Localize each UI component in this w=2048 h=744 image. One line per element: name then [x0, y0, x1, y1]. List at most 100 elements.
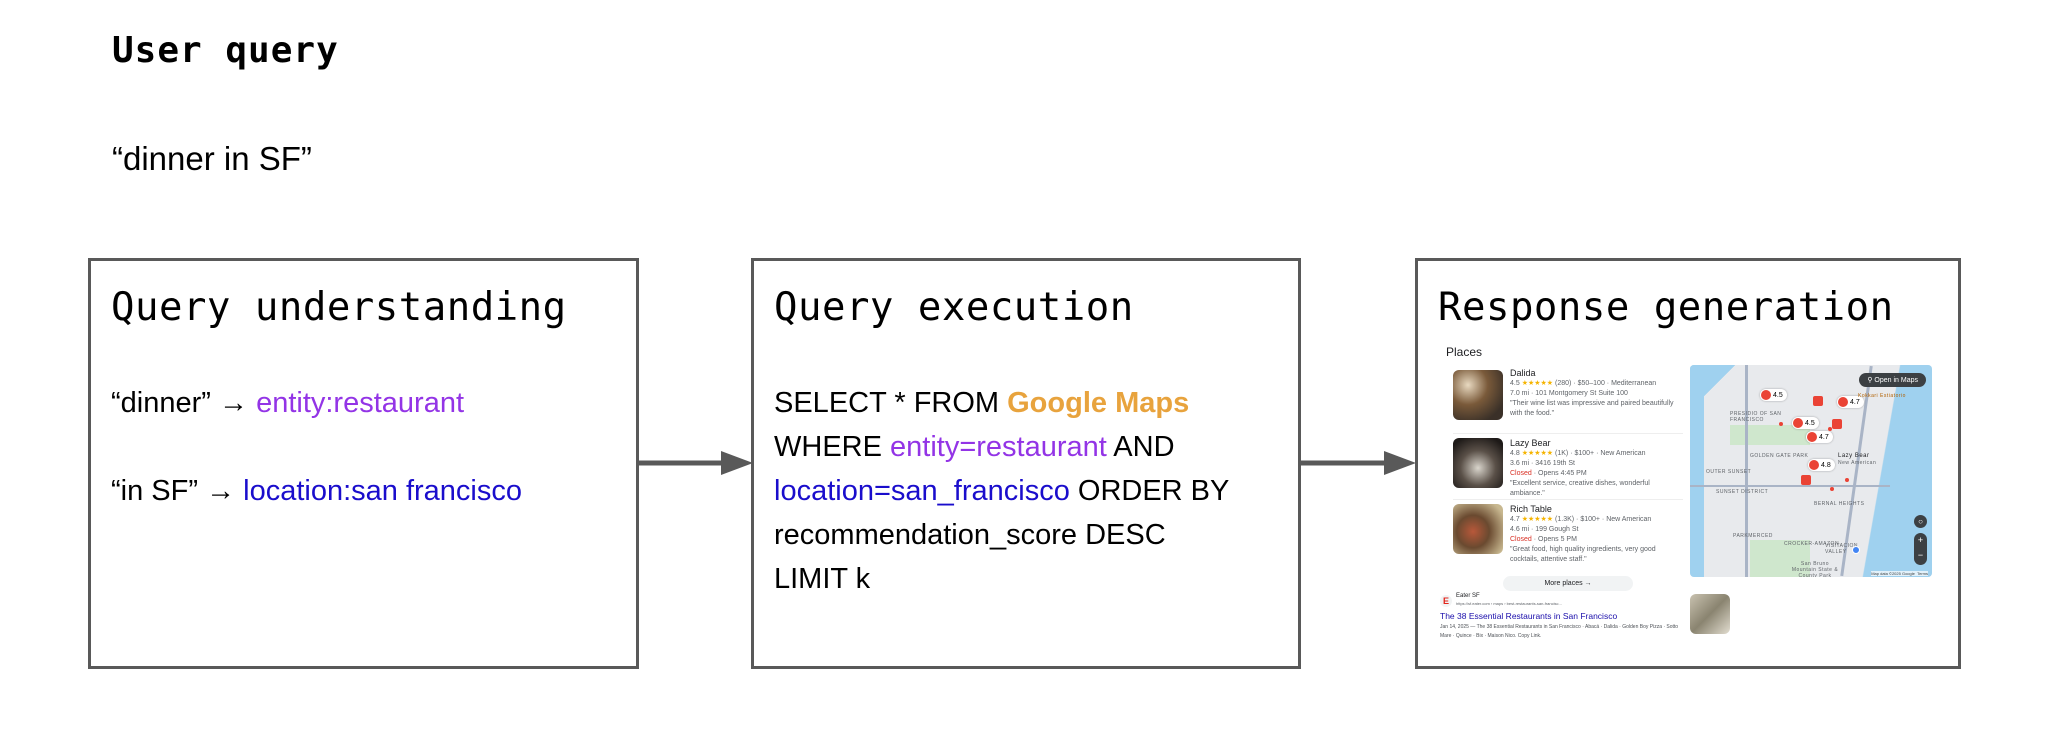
user-query-heading: User query [112, 30, 339, 71]
sql-entity: entity=restaurant [890, 431, 1107, 463]
place-status: Closed [1510, 470, 1532, 477]
star-icon: ★★★★★ [1521, 516, 1554, 523]
place-name: Rich Table [1510, 504, 1552, 514]
zoom-controls[interactable]: +− [1914, 533, 1927, 565]
more-places-label: More places [1544, 580, 1583, 587]
map-marker[interactable]: 4.7 [1806, 431, 1833, 443]
place-hours: · Opens 5 PM [1531, 536, 1577, 543]
arrow-icon [1299, 451, 1416, 475]
site-name: Eater SF [1456, 593, 1480, 599]
place-address: 3.6 mi · 3416 19th St [1510, 460, 1575, 467]
recenter-icon[interactable]: ○ [1914, 515, 1927, 528]
map-label: San Bruno Mountain State & County Park [1791, 561, 1839, 577]
marker-rating: 4.7 [1819, 433, 1829, 441]
query-understanding-box: Query understanding “dinner” → entity:re… [88, 258, 639, 669]
terms-link[interactable]: Terms [1917, 571, 1928, 576]
places-header: Places [1446, 345, 1483, 359]
place-review: "Excellent service, creative dishes, won… [1510, 480, 1650, 497]
place-review: "Great food, high quality ingredients, v… [1510, 546, 1656, 563]
marker-rating: 4.7 [1850, 398, 1860, 406]
source-term: “dinner” [111, 387, 211, 419]
map-label: PRESIDIO OF SAN FRANCISCO [1730, 411, 1782, 423]
location-target: location:san francisco [243, 475, 522, 507]
arrow-icon: → [206, 475, 236, 507]
sql-and: AND [1106, 431, 1175, 463]
map-attribution: Map data ©2025 Google [1871, 571, 1915, 576]
place-name: Dalida [1510, 368, 1536, 378]
query-execution-box: Query execution SELECT * FROM Google Map… [751, 258, 1301, 669]
map-view[interactable]: ⚲ Open in Maps 4.5 4.5 4.7 4.7 4.8 Kokka… [1690, 365, 1932, 577]
map-marker[interactable] [1813, 396, 1823, 406]
place-review: "Their wine list was impressive and pair… [1510, 400, 1674, 417]
sql-select: SELECT * FROM [774, 387, 1008, 419]
map-marker[interactable]: 4.5 [1760, 389, 1787, 401]
map-label: Lazy Bear [1838, 453, 1870, 459]
map-marker[interactable]: 4.8 [1808, 459, 1835, 471]
place-meta: (280) · $50–100 · Mediterranean [1555, 380, 1657, 387]
map-label: BERNAL HEIGHTS [1814, 501, 1865, 507]
map-label: SUNSET DISTRICT [1716, 489, 1769, 495]
place-address: 4.6 mi · 199 Gough St [1510, 526, 1579, 533]
source-term: “in SF” [111, 475, 198, 507]
place-address: 7.0 mi · 101 Montgomery St Suite 100 [1510, 390, 1628, 397]
stage-title: Query execution [774, 285, 1134, 330]
place-name: Lazy Bear [1510, 438, 1551, 448]
more-places-button[interactable]: More places → [1503, 576, 1633, 591]
place-item[interactable]: Dalida 4.5 ★★★★★ (280) · $50–100 · Medit… [1453, 367, 1683, 431]
map-label: New American [1838, 460, 1877, 466]
place-status: Closed [1510, 536, 1532, 543]
open-in-maps-label: Open in Maps [1874, 377, 1918, 384]
map-label: PARKMERCED [1733, 533, 1773, 539]
response-generation-box: Response generation Places Dalida 4.5 ★★… [1415, 258, 1961, 669]
place-rating: 4.7 [1510, 516, 1520, 523]
stage-title: Response generation [1438, 285, 1894, 330]
map-marker[interactable]: 4.7 [1837, 396, 1864, 408]
place-item[interactable]: Rich Table 4.7 ★★★★★ (1.3K) · $100+ · Ne… [1453, 499, 1683, 564]
result-thumbnail [1690, 594, 1730, 634]
place-photo [1453, 438, 1503, 488]
sql-order: ORDER BY [1069, 475, 1230, 507]
mapping-line-location: “in SF” → location:san francisco [111, 469, 522, 513]
entity-target: entity:restaurant [256, 387, 465, 419]
map-label: CROCKER-AMAZON [1784, 541, 1840, 547]
sql-where: WHERE [774, 431, 890, 463]
sql-limit: LIMIT k [774, 563, 871, 595]
result-snippet: Jan 14, 2025 — The 38 Essential Restaura… [1440, 624, 1679, 639]
place-photo [1453, 504, 1503, 554]
map-label: VISITACION VALLEY [1825, 543, 1858, 555]
place-meta: (1.3K) · $100+ · New American [1555, 516, 1652, 523]
arrow-icon [637, 451, 753, 475]
map-marker[interactable] [1832, 419, 1842, 429]
marker-rating: 4.5 [1805, 419, 1815, 427]
arrow-icon: → [219, 387, 248, 419]
map-marker[interactable]: 4.5 [1792, 417, 1819, 429]
marker-rating: 4.8 [1821, 461, 1831, 469]
zoom-in-icon[interactable]: + [1917, 535, 1924, 545]
place-rating: 4.5 [1510, 380, 1520, 387]
map-label: OUTER SUNSET [1706, 469, 1752, 475]
map-label: Kokkari Estiatorio [1858, 393, 1906, 399]
stage-title: Query understanding [111, 285, 567, 330]
place-hours: · Opens 4:45 PM [1531, 470, 1587, 477]
result-url[interactable]: https://sf.eater.com › maps › best-resta… [1456, 601, 1562, 606]
site-favicon: E [1440, 595, 1452, 607]
zoom-out-icon[interactable]: − [1917, 550, 1924, 560]
sql-location: location=san_francisco [774, 475, 1070, 507]
sql-score: recommendation_score DESC [774, 519, 1166, 551]
place-photo [1453, 370, 1503, 420]
open-in-maps-button[interactable]: ⚲ Open in Maps [1859, 373, 1926, 387]
mapping-line-dinner: “dinner” → entity:restaurant [111, 381, 464, 425]
marker-rating: 4.5 [1773, 391, 1783, 399]
place-rating: 4.8 [1510, 450, 1520, 457]
map-marker[interactable] [1801, 475, 1811, 485]
place-item[interactable]: Lazy Bear 4.8 ★★★★★ (1K) · $100+ · New A… [1453, 433, 1683, 498]
user-query-text: “dinner in SF” [112, 140, 312, 177]
star-icon: ★★★★★ [1521, 380, 1554, 387]
pin-icon: ⚲ [1867, 377, 1875, 384]
current-location-icon [1852, 546, 1860, 554]
data-source: Google Maps [1007, 387, 1190, 419]
star-icon: ★★★★★ [1521, 450, 1554, 457]
map-label: GOLDEN GATE PARK [1750, 453, 1809, 459]
sql-query: SELECT * FROM Google Maps WHERE entity=r… [774, 381, 1284, 601]
result-title-link[interactable]: The 38 Essential Restaurants in San Fran… [1440, 611, 1618, 621]
